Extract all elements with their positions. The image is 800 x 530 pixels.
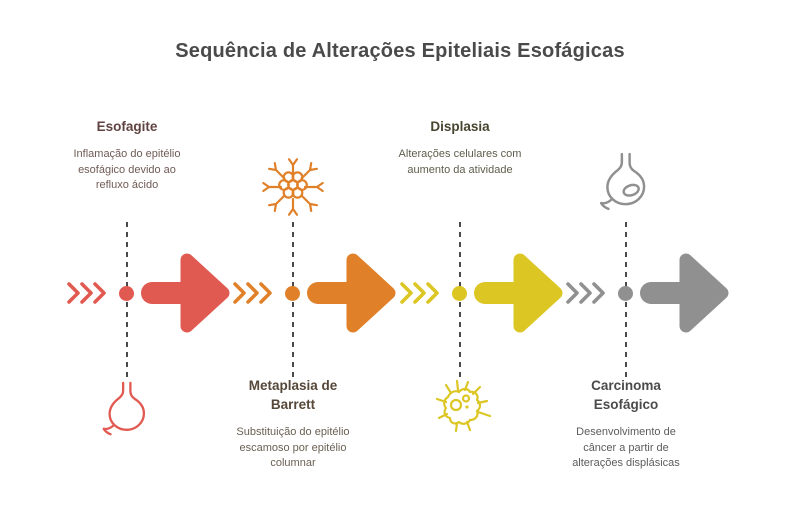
stomach-icon xyxy=(98,379,156,441)
timeline-dot xyxy=(618,286,633,301)
stage-metaplasia-label: Metaplasia de Barrett Substituição do ep… xyxy=(203,376,383,472)
flow-arrow-icon xyxy=(305,251,397,335)
timeline-dot xyxy=(119,286,134,301)
triple-chevron-icon xyxy=(399,280,441,306)
timeline-dot xyxy=(452,286,467,301)
flow-arrow-icon xyxy=(472,251,564,335)
timeline-dot xyxy=(285,286,300,301)
flow-arrow-icon xyxy=(638,251,730,335)
stage-carcinoma-label: Carcinoma Esofágico Desenvolvimento de c… xyxy=(536,376,716,472)
stage-description: Inflamação do epitélio esofágico devido … xyxy=(73,148,181,191)
stage-heading: Esofagite xyxy=(96,119,158,134)
page-title: Sequência de Alterações Epiteliais Esofá… xyxy=(175,40,625,62)
triple-chevron-icon xyxy=(232,280,274,306)
triple-chevron-icon xyxy=(66,280,108,306)
stage-heading: Metaplasia de Barrett xyxy=(248,378,338,412)
cell-cluster-icon xyxy=(259,157,327,217)
stage-heading: Carcinoma Esofágico xyxy=(591,378,661,412)
stage-esofagite-label: Esofagite Inflamação do epitélio esofági… xyxy=(37,117,217,194)
stage-description: Substituição do epitélio escamoso por ep… xyxy=(236,426,350,469)
stage-description: Desenvolvimento de câncer a partir de al… xyxy=(572,426,680,469)
cancer-cell-icon xyxy=(427,377,493,435)
triple-chevron-icon xyxy=(565,280,607,306)
stomach-tumor-icon xyxy=(595,150,657,216)
flow-arrow-icon xyxy=(139,251,231,335)
stage-displasia-label: Displasia Alterações celulares com aumen… xyxy=(370,117,550,178)
stage-heading: Displasia xyxy=(430,119,490,134)
stage-description: Alterações celulares com aumento da ativ… xyxy=(398,148,522,176)
